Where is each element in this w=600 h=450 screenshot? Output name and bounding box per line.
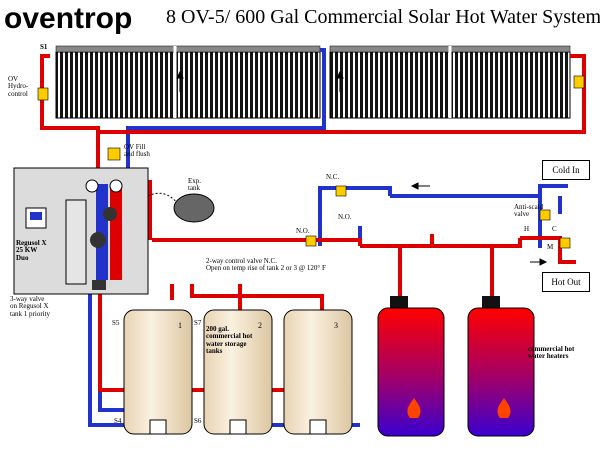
h-label: H (524, 225, 530, 233)
c-label: C (552, 225, 557, 233)
storage-label: 200 gal. commercial hot water storage ta… (206, 325, 253, 356)
sensor-s5: S5 (112, 319, 120, 327)
m-label: M (547, 243, 554, 251)
hydro-label: OV Hydro- control (8, 75, 29, 98)
storage-tank-3 (283, 309, 353, 435)
sensor-s1: S1 (40, 43, 48, 51)
nc-label: N.C. (326, 173, 340, 181)
page-title: 8 OV-5/ 600 Gal Commercial Solar Hot Wat… (166, 6, 600, 28)
cold-in-box: Cold In (542, 160, 590, 180)
no-label-mid: N.O. (296, 227, 310, 235)
sensor-s6: S6 (194, 417, 202, 425)
oventrop-logo: oventrop (4, 2, 132, 35)
sensor-s4: S4 (114, 417, 122, 425)
tank-2-number: 2 (258, 321, 262, 330)
svg-text:oventrop: oventrop (4, 2, 132, 35)
solar-collector-left (55, 45, 321, 119)
expansion-tank (173, 193, 215, 223)
heater-label: commercial hot water heaters (528, 345, 575, 361)
solar-collector-right (329, 45, 571, 119)
exp-label: Exp. tank (188, 177, 202, 193)
two-way-label: 2-way control valve N.C. Open on temp ri… (206, 257, 326, 273)
storage-tank-2 (203, 309, 273, 435)
tank-3-number: 3 (334, 321, 338, 330)
fill-label: OV Fill and flush (124, 143, 150, 159)
three-way-label: 3-way valve on Regusol X tank 1 priority (10, 295, 51, 318)
storage-tank-1 (123, 309, 193, 435)
regusol-label: Regusol X 25 KW Duo (16, 239, 47, 262)
water-heater-2 (467, 296, 535, 437)
anti-scald-label: Anti-scald valve (514, 203, 544, 219)
hot-out-box: Hot Out (542, 272, 590, 292)
no-label-right: N.O. (338, 213, 352, 221)
sensor-s7: S7 (194, 319, 202, 327)
tank-1-number: 1 (178, 321, 182, 330)
water-heater-1 (377, 296, 445, 437)
